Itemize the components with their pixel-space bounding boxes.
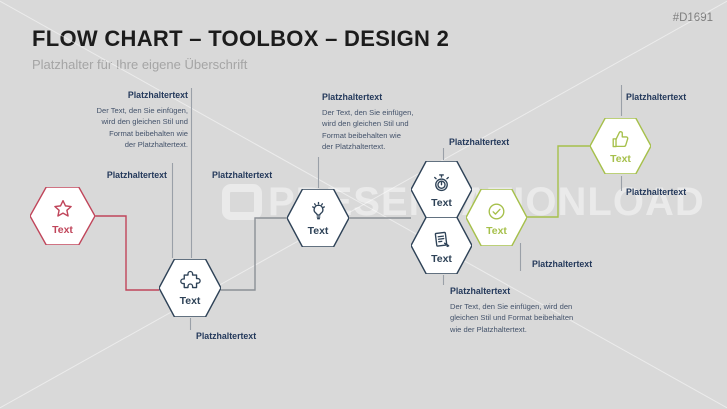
check-circle-icon (484, 199, 509, 224)
placeholder-label-6[interactable]: Platzhaltertext (626, 92, 687, 102)
placeholder-label-3[interactable]: Platzhaltertext (196, 331, 257, 341)
hexagon-label: Text (431, 196, 452, 209)
connector-gray-1 (221, 217, 287, 291)
text-block-body: Der Text, den Sie einfügen, wird den gle… (322, 108, 414, 152)
text-block-body: Der Text, den Sie einfügen, wird den gle… (450, 302, 574, 334)
connector-red (95, 215, 159, 291)
hexagon-stopwatch[interactable]: Text (411, 161, 472, 218)
hexagon-lightbulb[interactable]: Text (287, 189, 349, 247)
watermark-logo (222, 184, 262, 220)
connector-green (526, 145, 590, 218)
stopwatch-icon (429, 171, 454, 196)
text-block-1[interactable]: Platzhaltertext Der Text, den Sie einfüg… (95, 90, 188, 151)
hexagon-label: Text (610, 153, 631, 165)
hexagon-label: Text (307, 225, 329, 237)
star-icon (50, 197, 76, 223)
placeholder-label-1[interactable]: Platzhaltertext (106, 170, 167, 180)
hexagon-label: Text (431, 252, 452, 265)
hexagon-puzzle[interactable]: Text (159, 259, 221, 317)
text-block-title: Platzhaltertext (450, 286, 511, 296)
placeholder-label-4[interactable]: Platzhaltertext (449, 137, 510, 147)
puzzle-icon (178, 269, 203, 294)
placeholder-label-7[interactable]: Platzhaltertext (626, 187, 687, 197)
notes-icon (429, 227, 454, 252)
thumbs-up-icon (608, 127, 633, 152)
hexagon-check[interactable]: Text (466, 189, 527, 246)
hexagon-label: Text (52, 223, 73, 236)
placeholder-label-5[interactable]: Platzhaltertext (532, 259, 593, 269)
slide-title[interactable]: FLOW CHART – TOOLBOX – DESIGN 2 (32, 26, 450, 51)
hexagon-star[interactable]: Text (30, 187, 95, 245)
hexagon-label: Text (179, 295, 201, 307)
text-block-title: Platzhaltertext (127, 90, 188, 100)
text-block-2[interactable]: Platzhaltertext Der Text, den Sie einfüg… (322, 92, 432, 153)
text-block-body: Der Text, den Sie einfügen, wird den gle… (96, 106, 188, 150)
text-block-3[interactable]: Platzhaltertext Der Text, den Sie einfüg… (450, 286, 590, 335)
text-block-title: Platzhaltertext (322, 92, 383, 102)
slide-subtitle[interactable]: Platzhalter für Ihre eigene Überschrift (32, 57, 248, 72)
lightbulb-icon (306, 199, 331, 224)
hexagon-notes[interactable]: Text (411, 217, 472, 274)
placeholder-label-2[interactable]: Platzhaltertext (212, 170, 273, 180)
hexagon-label: Text (486, 224, 507, 237)
hexagon-thumbs-up[interactable]: Text (590, 118, 651, 174)
